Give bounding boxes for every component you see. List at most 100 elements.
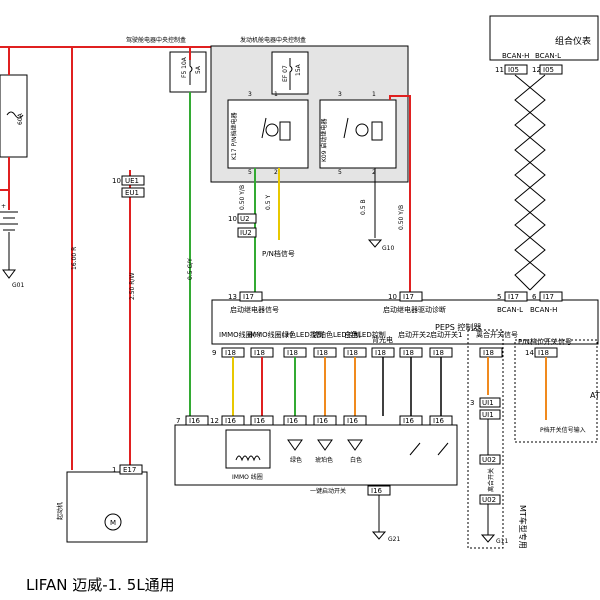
p-switch-input-label: P档开关信号输入 <box>540 426 586 434</box>
immo-coil-icon <box>235 455 261 462</box>
relay-k17-label: K17 P/N档继电器 <box>230 112 238 160</box>
svg-text:I18: I18 <box>433 349 444 357</box>
svg-text:+: + <box>1 203 6 210</box>
white-led-icon <box>347 439 363 451</box>
fuse-f5-icon <box>189 60 193 85</box>
svg-text:10: 10 <box>112 177 121 185</box>
svg-text:2: 2 <box>372 169 376 176</box>
svg-text:I16: I16 <box>189 417 201 425</box>
bcan-wires: I05 11 I05 12 <box>495 64 563 291</box>
start-switch-icon <box>409 442 449 456</box>
svg-text:IMMO线圈(+): IMMO线圈(+) <box>248 330 293 339</box>
svg-text:BCAN-H: BCAN-H <box>502 52 529 60</box>
fuse-ef07-rating: 15A <box>295 63 302 76</box>
main-fuse-rating: 60A <box>17 112 24 125</box>
svg-text:I18: I18 <box>403 349 414 357</box>
svg-text:5: 5 <box>248 169 252 176</box>
svg-text:I18: I18 <box>317 349 328 357</box>
svg-text:1: 1 <box>112 466 116 474</box>
svg-text:绿色: 绿色 <box>290 456 302 464</box>
ground-g01-icon <box>2 269 16 279</box>
svg-text:I16: I16 <box>254 417 266 425</box>
svg-text:5: 5 <box>497 293 501 301</box>
footer-text: LIFAN 迈威-1. 5L通用 <box>26 576 175 594</box>
fuse-f5: F5 10A 5A <box>169 51 207 93</box>
svg-text:I18: I18 <box>287 349 298 357</box>
ground-g21-label: G21 <box>388 536 400 543</box>
svg-text:3: 3 <box>470 399 474 407</box>
svg-text:I16: I16 <box>347 417 359 425</box>
green-led-icon <box>287 439 303 451</box>
svg-text:I16: I16 <box>371 487 383 495</box>
svg-text:BCAN-H: BCAN-H <box>530 306 557 314</box>
svg-text:5: 5 <box>338 169 342 176</box>
one-key-start-switch: IMMO 线圈 绿色 琥珀色 白色 一键启动开关 <box>174 424 458 495</box>
svg-text:离合开关信号: 离合开关信号 <box>476 330 518 339</box>
svg-text:IMMO线圈(-): IMMO线圈(-) <box>219 330 261 339</box>
svg-text:P/N档位开关信号: P/N档位开关信号 <box>518 337 572 346</box>
ground-g10-icon <box>367 239 383 248</box>
connector-iu2: IU2 <box>240 229 252 237</box>
ground-g01-label: G01 <box>12 282 24 289</box>
svg-text:I18: I18 <box>375 349 386 357</box>
svg-text:2: 2 <box>274 169 278 176</box>
wire-red-white-label: 2.50 R/W <box>129 273 136 300</box>
starter-motor: M 起动机 E17 1 <box>56 464 148 543</box>
combo-instrument: 组合仪表 BCAN-H BCAN-L <box>489 15 599 61</box>
connector-ue1: UE1 <box>125 177 139 185</box>
relay-k09-coil-icon <box>343 117 383 141</box>
ground-g11-icon <box>480 534 496 543</box>
battery-section: 60A + G01 <box>0 46 200 289</box>
svg-text:I05: I05 <box>543 66 554 74</box>
pn-signal-label: P/N档信号 <box>262 249 295 258</box>
svg-text:起动机: 起动机 <box>56 502 64 520</box>
connector-eu1: EU1 <box>125 189 139 197</box>
fuse-f5-rating: 5A <box>195 65 202 74</box>
svg-text:UI1: UI1 <box>482 411 494 419</box>
svg-text:11: 11 <box>495 66 504 74</box>
svg-text:10: 10 <box>228 215 237 223</box>
svg-text:I16: I16 <box>225 417 237 425</box>
svg-text:I16: I16 <box>287 417 299 425</box>
svg-text:BCAN-L: BCAN-L <box>497 306 523 314</box>
svg-text:白色LED控制: 白色LED控制 <box>344 330 386 339</box>
svg-text:I16: I16 <box>317 417 329 425</box>
svg-text:琥珀色LED控制: 琥珀色LED控制 <box>312 330 361 339</box>
svg-text:1: 1 <box>372 91 376 98</box>
one-key-label: 一键启动开关 <box>310 487 346 495</box>
svg-text:0.5 B: 0.5 B <box>360 199 367 215</box>
svg-text:13: 13 <box>228 293 237 301</box>
fuse-box-right-title: 发动机舱电器中央控制盒 <box>240 36 306 44</box>
main-fuse-icon <box>6 111 24 119</box>
wire-yb-label: 0.50 Y/B <box>398 205 405 230</box>
fuse-ef07-label: EF 07 <box>282 65 289 82</box>
wire-k17-gy-label: 0.50 Y/B <box>239 185 246 210</box>
mt-clutch-section: UI1 3 UI1 U02 离合开关 U02 G11 <box>467 329 508 549</box>
svg-text:3: 3 <box>248 91 252 98</box>
svg-text:14: 14 <box>525 349 534 357</box>
fuse-box-left-title: 驾驶舱电器中央控制盒 <box>126 36 186 44</box>
connector-u2: U2 <box>240 215 250 223</box>
immo-coil-label: IMMO 线圈 <box>232 473 263 481</box>
peps-label: PEPS 控制器 <box>435 322 481 332</box>
svg-text:12: 12 <box>210 417 219 425</box>
relay-k17-coil-icon <box>261 117 291 141</box>
motor-icon <box>104 513 122 531</box>
wire-gy-label: 0.5 G/Y <box>187 258 194 280</box>
svg-text:12: 12 <box>532 66 541 74</box>
at-pn-section: P档开关信号输入 <box>514 339 598 443</box>
fuse-f5-label: F5 10A <box>181 56 188 78</box>
svg-text:1: 1 <box>274 91 278 98</box>
ground-g11-label: G11 <box>496 538 508 545</box>
wire-thick-red-label: 16.00 R <box>71 247 78 270</box>
svg-text:I18: I18 <box>225 349 236 357</box>
svg-text:背光电: 背光电 <box>372 335 393 344</box>
ground-g21-icon <box>371 531 387 540</box>
svg-text:U02: U02 <box>482 496 496 504</box>
svg-text:BCAN-L: BCAN-L <box>535 52 561 60</box>
svg-text:I17: I17 <box>403 293 414 301</box>
relay-k09-label: K09 启动继电器 <box>320 119 328 162</box>
